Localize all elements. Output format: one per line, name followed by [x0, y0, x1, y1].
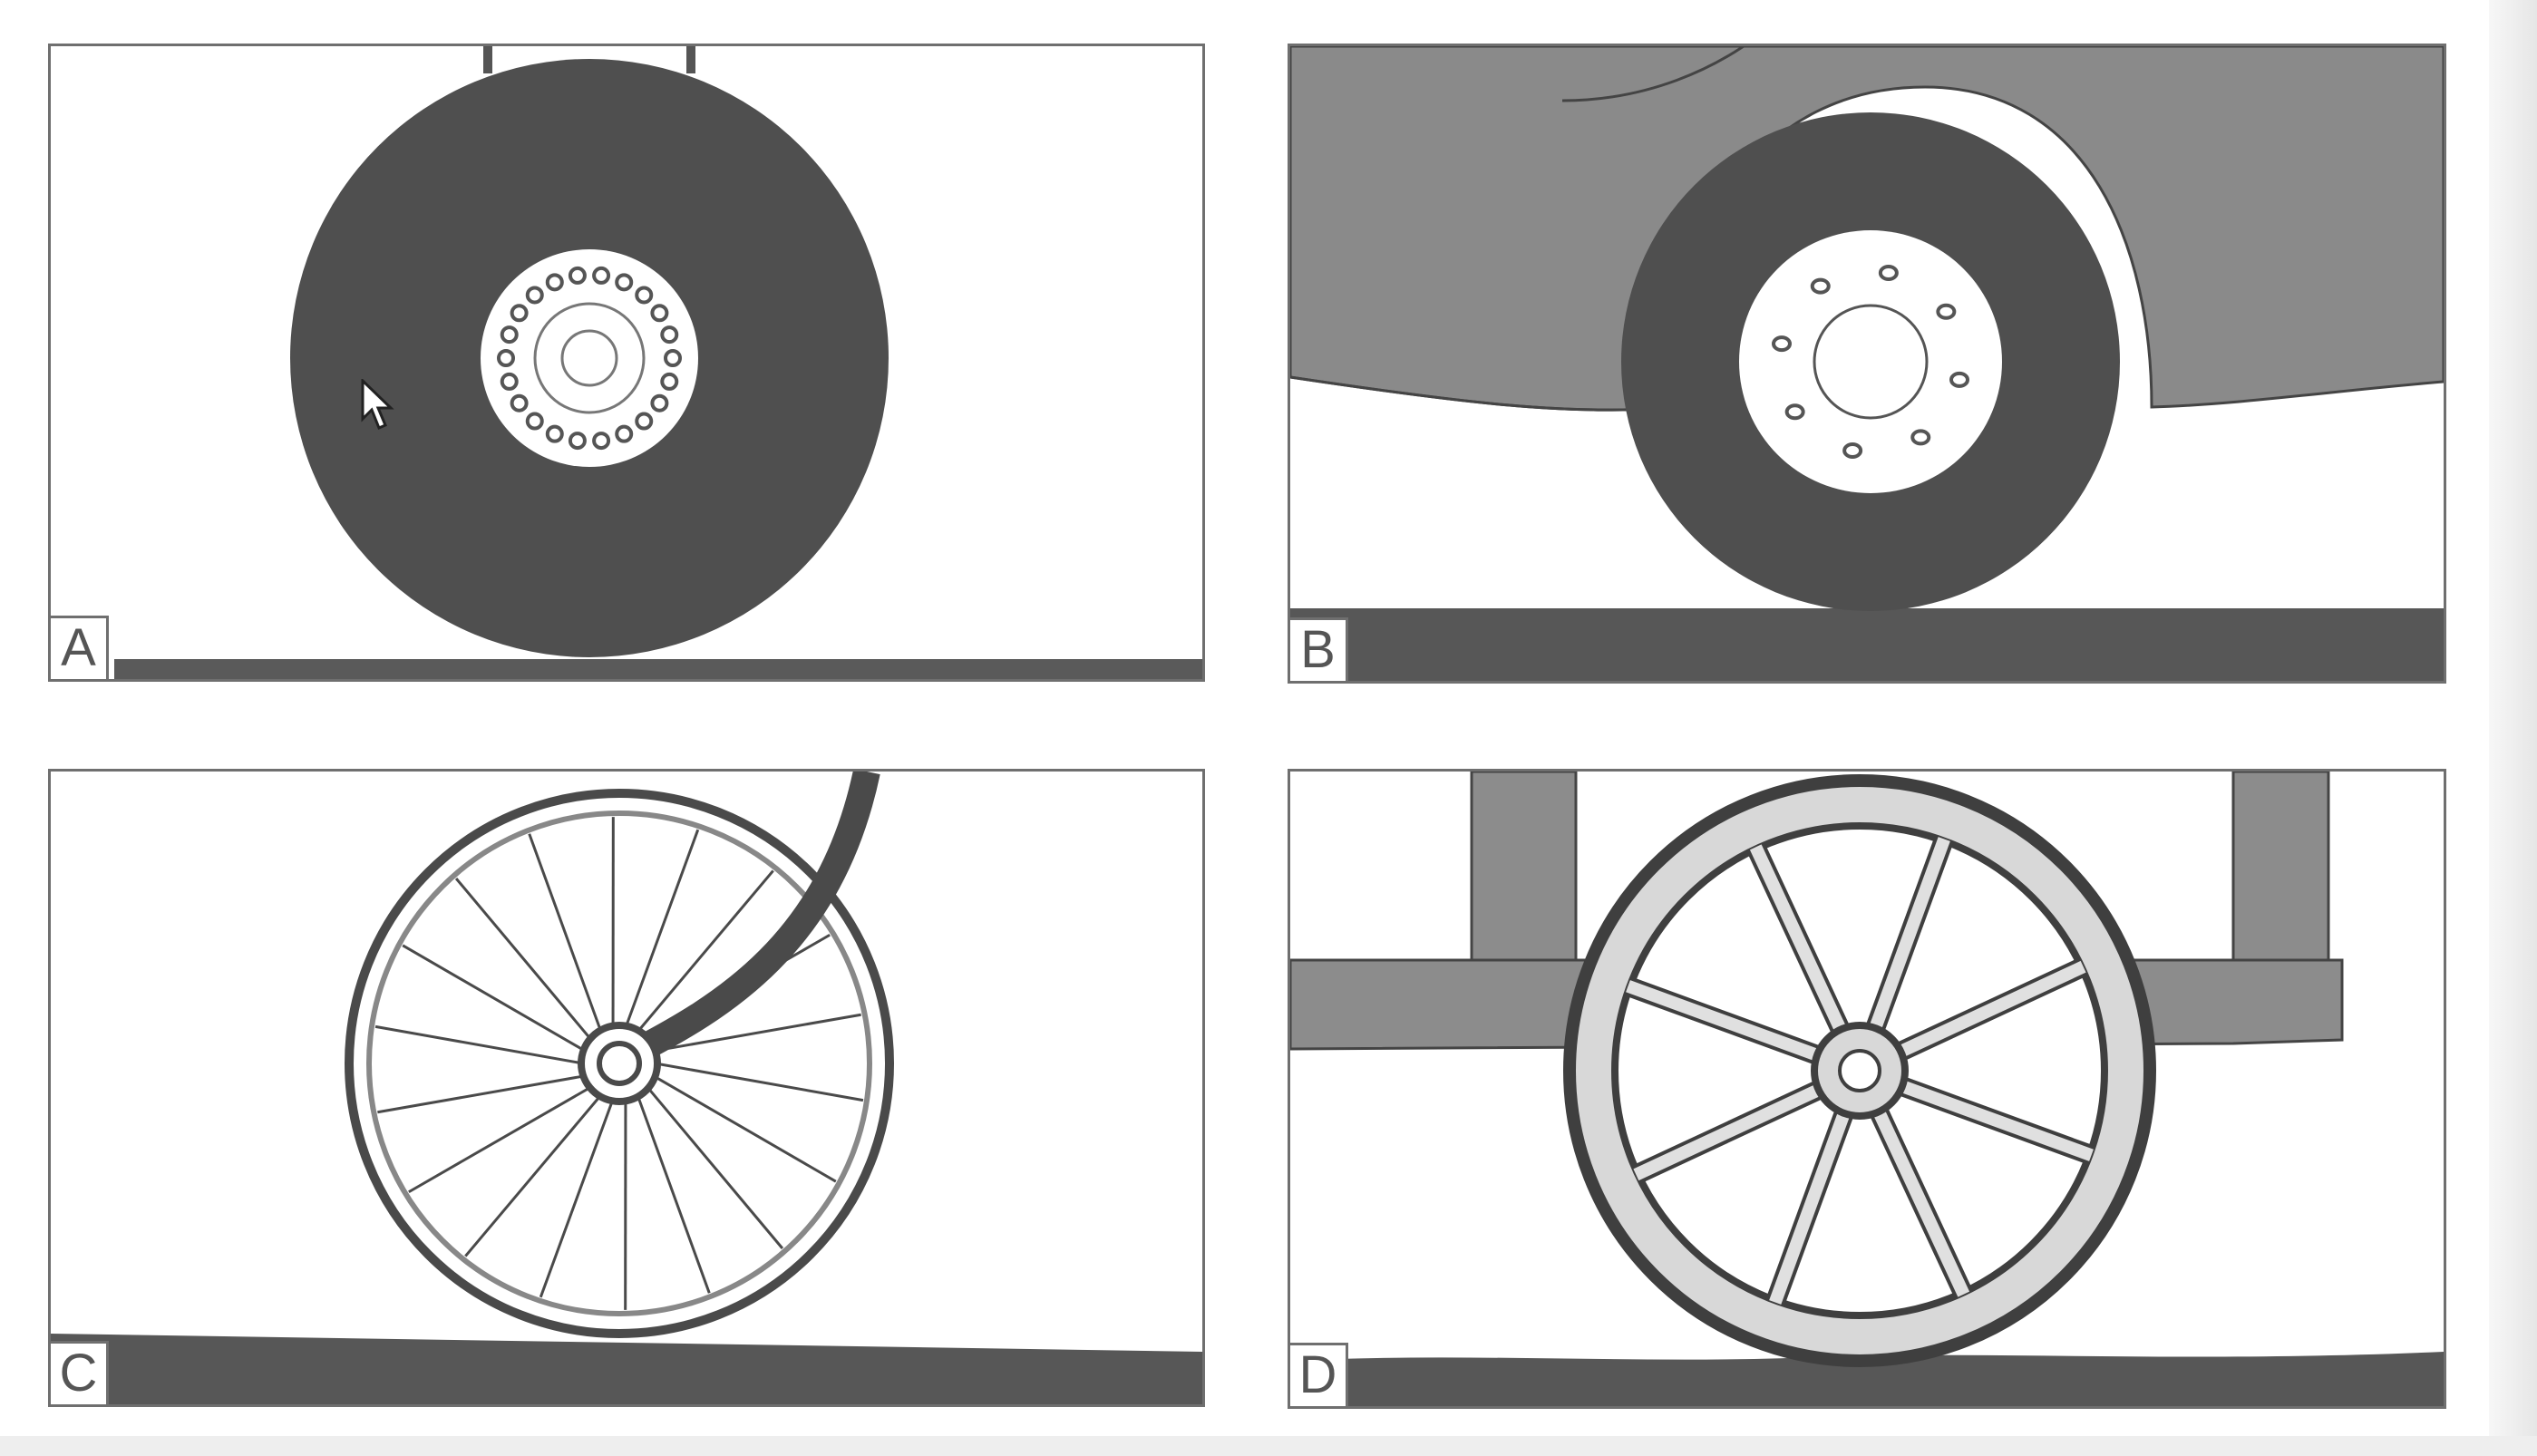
panel-c: C: [48, 769, 1205, 1407]
rim: [366, 811, 872, 1316]
ground-strip: [51, 1334, 1202, 1404]
spokes: [1624, 835, 2095, 1306]
lug-bolt: [1949, 371, 1970, 388]
spoke: [652, 1074, 837, 1183]
hub-center: [560, 329, 618, 387]
lug-bolt: [510, 304, 529, 323]
lug-bolt: [568, 432, 587, 451]
lug-bolt: [500, 372, 519, 391]
lug-bolt: [635, 286, 654, 305]
lug-bolt: [545, 424, 564, 443]
spoke: [653, 1013, 861, 1053]
lug-bolt: [615, 424, 634, 443]
lug-bolt: [660, 325, 679, 345]
panel-line: [1561, 46, 1745, 102]
spoke-face: [1896, 960, 2086, 1059]
spoke-face: [1749, 844, 1848, 1034]
lug-bolt: [592, 266, 611, 285]
spoke: [636, 1094, 711, 1294]
lug-bolt: [592, 432, 611, 451]
lug-bolt: [1878, 264, 1899, 281]
spoke: [454, 878, 593, 1042]
hub: [1739, 230, 2002, 493]
hub: [578, 1022, 661, 1105]
spoke-face: [1769, 1109, 1852, 1305]
car-body-edge: [1290, 375, 1654, 412]
spoke: [377, 1074, 586, 1114]
spoke: [636, 869, 774, 1034]
spoke-face: [1626, 980, 1822, 1063]
lug-bolts: [497, 266, 682, 451]
spoke-face: [1868, 837, 1950, 1033]
spoke: [408, 1085, 593, 1194]
wagon-wheel-illustration: [1290, 772, 2444, 1406]
spoke: [464, 1093, 603, 1257]
hub-center: [1813, 304, 1929, 420]
lug-bolt: [1784, 403, 1805, 421]
panel-label: C: [51, 1341, 109, 1404]
panel-d: D: [1288, 769, 2446, 1409]
spoke-face: [1871, 1107, 1970, 1297]
panel-b: B: [1288, 44, 2446, 684]
lug-bolt: [1842, 442, 1863, 460]
spoke: [655, 1062, 864, 1102]
fork: [625, 772, 880, 1067]
lug-bolt: [615, 273, 634, 292]
spoke: [374, 1024, 584, 1065]
spoke: [646, 1085, 784, 1249]
spoke: [528, 833, 603, 1033]
lug-bolt: [664, 349, 682, 367]
lug-bolt: [1936, 303, 1957, 320]
ground-strip: [114, 659, 1202, 679]
lug-bolt: [525, 412, 544, 431]
lug-bolt: [497, 349, 515, 367]
tire-illustration: [114, 46, 1202, 679]
axle: [1838, 1049, 1881, 1092]
wagon-post-left: [1470, 772, 1578, 973]
lug-bolts: [1771, 264, 1970, 460]
tire: [345, 789, 894, 1338]
screen-edge-bottom: [0, 1436, 2537, 1456]
spoke-face: [1633, 1082, 1823, 1181]
lug-bolt: [1810, 277, 1831, 295]
ground: [1290, 1352, 2444, 1406]
hub-ring: [533, 302, 646, 414]
spoke: [624, 829, 700, 1029]
lug-bolt: [525, 286, 544, 305]
arrow-cursor-icon: [361, 379, 394, 430]
wagon-post-right: [2231, 772, 2330, 973]
axle: [597, 1041, 642, 1086]
panel-label: A: [51, 616, 109, 679]
lug-bolt: [635, 412, 654, 431]
spoke: [539, 1098, 615, 1298]
spoke: [402, 944, 587, 1053]
lug-bolt: [568, 266, 587, 285]
spoke-face: [1898, 1079, 2094, 1161]
screen-edge: [2489, 0, 2537, 1456]
ground-strip: [1290, 608, 2444, 681]
lug-bolt: [660, 372, 679, 391]
panel-a: A: [48, 44, 1205, 682]
lug-bolt: [545, 273, 564, 292]
lug-bolt: [510, 393, 529, 413]
axle-bracket: [483, 46, 695, 73]
bicycle-wheel-illustration: [51, 772, 1202, 1404]
lug-bolt: [1771, 335, 1792, 353]
lug-bolt: [650, 304, 669, 323]
spokes: [374, 817, 864, 1310]
lug-bolt: [650, 393, 669, 413]
panel-label: D: [1290, 1343, 1348, 1406]
car-wheel-illustration: [1290, 46, 2444, 681]
lug-bolt: [1910, 429, 1931, 446]
panel-label: B: [1290, 617, 1348, 681]
lug-bolt: [500, 325, 519, 345]
